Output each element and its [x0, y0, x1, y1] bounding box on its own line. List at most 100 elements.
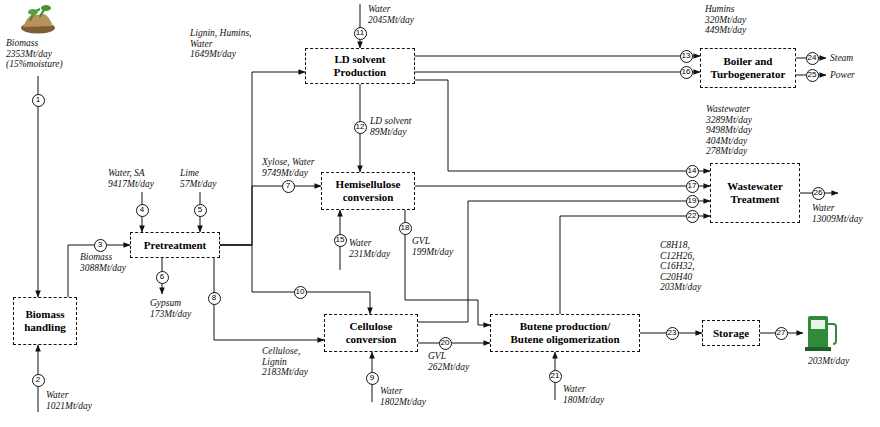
stream-circle: 20: [439, 337, 452, 350]
stream-circle: 12: [354, 121, 367, 134]
biomass-leaf: [41, 5, 51, 11]
pump-screen: [811, 320, 825, 329]
stream-circle: 21: [549, 370, 562, 383]
stream-circle: 3: [94, 239, 107, 252]
stream-label: Wastewater 3289Mt/day 9498Mt/day 404Mt/d…: [706, 104, 758, 157]
biomass-pile: [23, 13, 53, 27]
stream-circle: 7: [282, 180, 295, 193]
process-label: Hemisellulose conversion: [328, 178, 408, 204]
process-box: Cellulose conversion: [324, 314, 418, 352]
process-label: Butene production/ Butene oligomerizatio…: [507, 320, 623, 346]
stream-number: 11: [356, 29, 364, 37]
process-box: Pretreatment: [130, 232, 220, 258]
fuel-pump-icon: [805, 316, 836, 351]
stream-number: 21: [551, 372, 560, 380]
stream-number: 3: [98, 241, 102, 249]
stream-number: 6: [160, 273, 164, 281]
stream-number: 16: [682, 68, 691, 76]
stream-number: 9: [370, 374, 374, 382]
stream-label: Humins 320Mt/day 449Mt/day: [705, 4, 753, 36]
biomass-leaf: [28, 9, 38, 15]
stream-label: Cellulose, Lignin 2183Mt/day: [262, 346, 310, 378]
stream-label: GVL 262Mt/day: [428, 351, 478, 372]
process-label: Biomass handling: [18, 308, 72, 334]
stream-circle: 10: [294, 286, 307, 299]
stream-number: 25: [808, 71, 817, 79]
stream-label: Lignin, Humins, Water 1649Mt/day: [190, 28, 256, 60]
pump-body: [808, 316, 828, 348]
process-box: Boiler and Turbogenerator: [700, 48, 796, 88]
stream-circle: 22: [686, 210, 699, 223]
stream-circle: 19: [686, 195, 699, 208]
stream-connector: [418, 343, 490, 344]
process-box: LD solvent Production: [305, 48, 415, 84]
stream-label: Water, SA 9417Mt/day: [108, 168, 163, 189]
stream-connector: [214, 258, 324, 340]
stream-circle: 25: [806, 69, 819, 82]
stream-label: 203Mt/day: [808, 356, 849, 367]
stream-circle: 14: [686, 165, 699, 178]
process-label: LD solvent Production: [312, 53, 408, 79]
process-box: Biomass handling: [13, 297, 77, 345]
stream-number: 5: [198, 206, 202, 214]
stream-number: 14: [688, 167, 697, 175]
stream-circle: 18: [399, 222, 412, 235]
stream-connector: [415, 80, 710, 171]
stream-number: 20: [441, 339, 450, 347]
stream-label: Steam: [830, 53, 853, 64]
stream-label: Biomass 3088Mt/day: [80, 252, 128, 273]
process-box: Hemisellulose conversion: [321, 172, 415, 210]
stream-number: 8: [212, 294, 216, 302]
stream-label: Water 180Mt/day: [563, 384, 618, 405]
stream-circle: 17: [686, 180, 699, 193]
stream-circle: 8: [208, 292, 221, 305]
stream-label: Xylose, Water 9749Mt/day: [262, 157, 324, 178]
stream-number: 18: [401, 224, 410, 232]
process-label: Boiler and Turbogenerator: [707, 55, 789, 81]
stream-number: 27: [777, 329, 786, 337]
stream-number: 2: [36, 376, 40, 384]
process-box: Storage: [702, 320, 760, 346]
stream-circle: 1: [32, 94, 45, 107]
stream-connector: [415, 72, 700, 73]
process-box: Wastewater Treatment: [710, 163, 800, 223]
stream-number: 10: [296, 288, 305, 296]
stream-label: Power: [830, 70, 855, 81]
stream-label: Biomass 2353Mt/day (15%moisture): [6, 38, 76, 70]
stream-label: Water 231Mt/day: [349, 238, 399, 259]
stream-connector: [405, 210, 490, 325]
stream-label: Lime 57Mt/day: [180, 168, 230, 189]
stream-label: Water 2045Mt/day: [368, 4, 423, 25]
stream-connector: [415, 186, 710, 187]
feed-arrow: [38, 76, 39, 297]
stream-number: 26: [814, 189, 823, 197]
stream-label: GVL 199Mt/day: [412, 236, 462, 257]
process-label: Wastewater Treatment: [717, 180, 793, 206]
stream-label: Water 1021Mt/day: [46, 390, 101, 411]
stream-label: Gypsum 173Mt/day: [150, 298, 200, 319]
stream-label: C8H18, C12H26, C16H32, C20H40 203Mt/day: [660, 240, 705, 293]
process-label: Cellulose conversion: [331, 320, 411, 346]
stream-circle: 13: [680, 50, 693, 63]
pump-base: [805, 347, 831, 351]
stream-number: 17: [688, 182, 697, 190]
biomass-icon: [21, 5, 55, 34]
stream-circle: 15: [334, 234, 347, 247]
stream-number: 24: [808, 54, 817, 62]
stream-circle: 27: [775, 327, 788, 340]
stream-circle: 24: [806, 52, 819, 65]
stream-circle: 2: [32, 374, 45, 387]
stream-number: 4: [140, 206, 144, 214]
stream-label: Water 13009Mt/day: [812, 203, 876, 224]
process-label: Storage: [707, 327, 755, 340]
stream-number: 23: [668, 329, 677, 337]
stream-connector: [220, 186, 321, 245]
stream-connector: [560, 216, 710, 314]
stream-circle: 26: [812, 187, 825, 200]
stream-number: 15: [336, 236, 345, 244]
stream-circle: 4: [136, 204, 149, 217]
stream-number: 13: [682, 52, 691, 60]
stream-connector: [418, 201, 710, 322]
stream-number: 19: [688, 197, 697, 205]
